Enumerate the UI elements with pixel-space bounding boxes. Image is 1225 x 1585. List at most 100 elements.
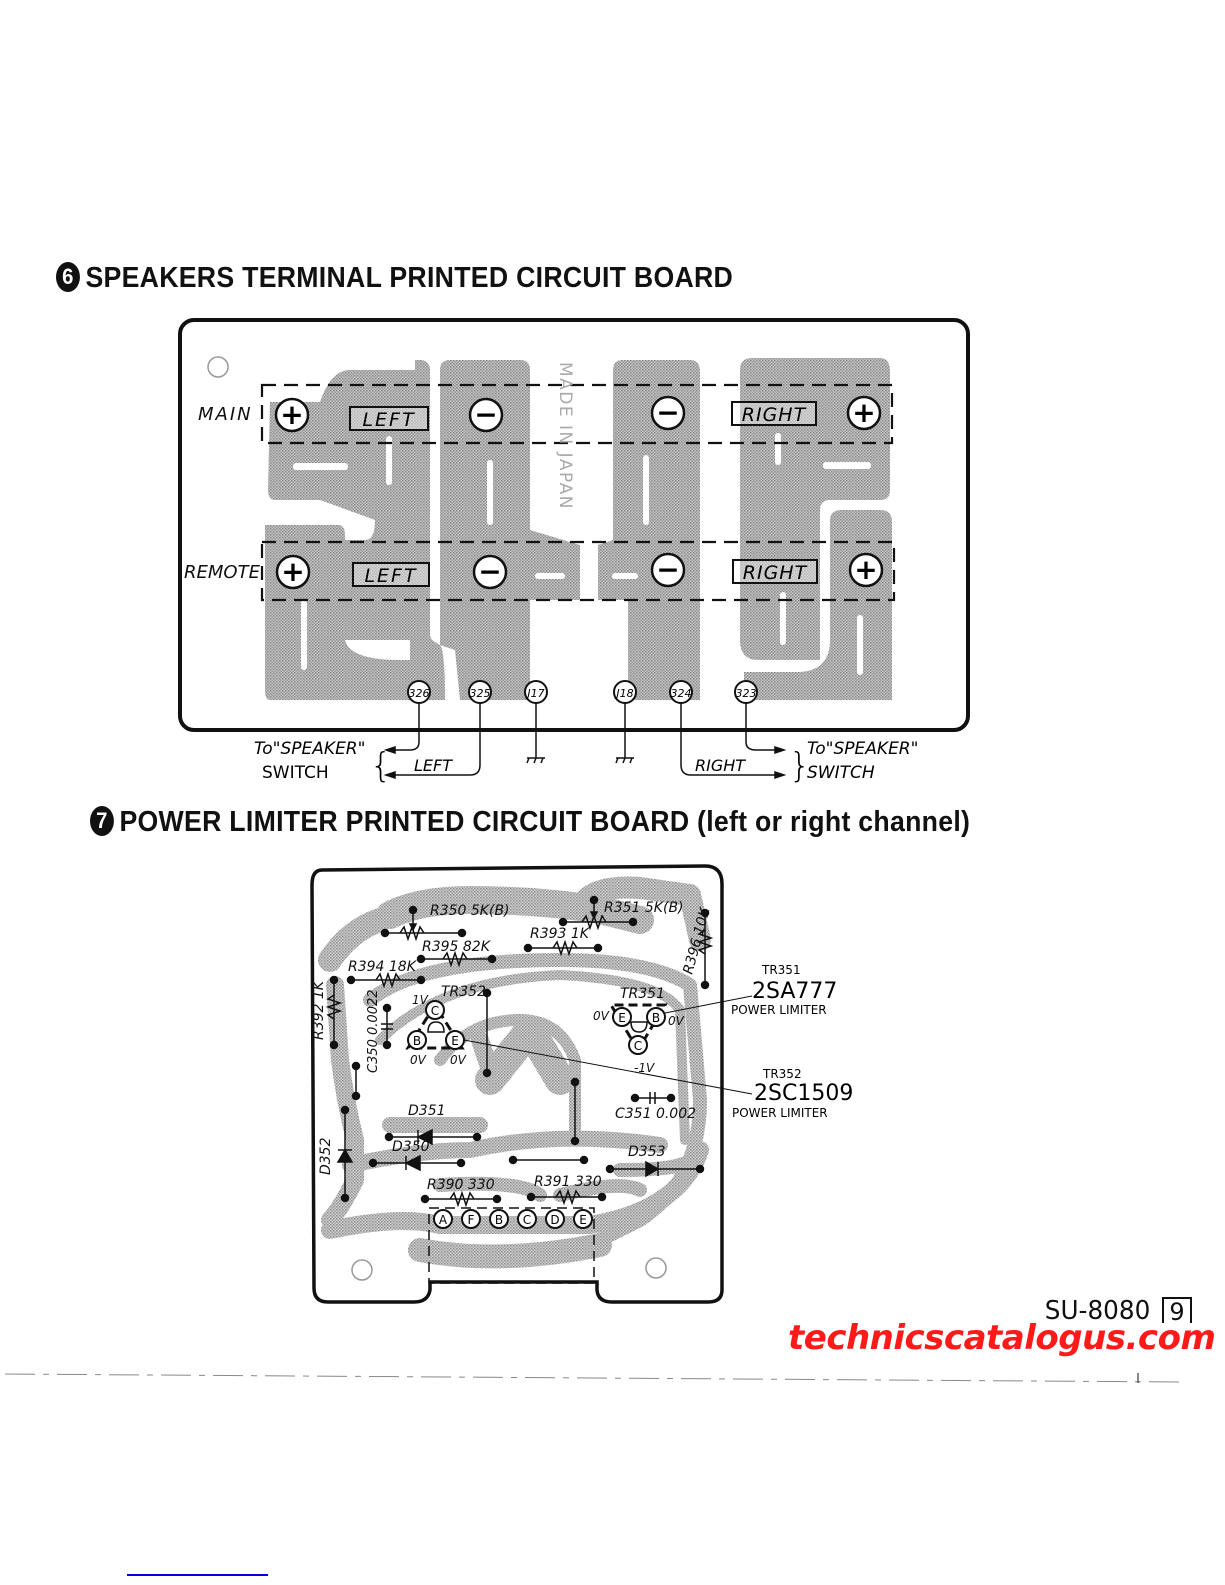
voltage-tr352-e: 0V (450, 1053, 467, 1067)
svg-text:F: F (468, 1213, 475, 1227)
svg-text:B: B (652, 1011, 660, 1025)
to-switch-right-1: To"SPEAKER" (807, 739, 918, 759)
connector-pin: B (489, 1209, 509, 1229)
connection-point: J18 (613, 680, 637, 758)
leader-line-tr352 (463, 1039, 753, 1095)
leader-line-tr351 (664, 995, 753, 1014)
label-r391: R391 330 (534, 1174, 602, 1190)
wiring-right-label: RIGHT (695, 756, 746, 775)
label-r351: R351 5K(B) (604, 900, 684, 916)
scan-artifact-rule (4, 1373, 1181, 1383)
transistor-tr352: C B E (405, 1000, 465, 1050)
terminal-remote-right-minus: − (650, 552, 686, 588)
label-main-left: LEFT (349, 406, 429, 431)
connector-pin: F (461, 1209, 481, 1229)
label-d353: D353 (628, 1144, 666, 1160)
svg-text:B: B (413, 1034, 421, 1048)
callout-tr352: TR352 2SC1509 POWER LIMITER (732, 1067, 853, 1120)
watermark: technicscatalogus.com (788, 1318, 1216, 1358)
label-c350: C350 0.0022 (366, 989, 381, 1073)
svg-text:POWER LIMITER: POWER LIMITER (731, 1003, 827, 1017)
mounting-hole (645, 1257, 667, 1279)
svg-text:B: B (495, 1213, 503, 1227)
section-number-badge: 6 (56, 262, 80, 293)
board-slots (293, 433, 871, 675)
svg-text:E: E (579, 1213, 587, 1227)
terminal-remote-right-plus: + (848, 552, 884, 588)
svg-text:LEFT: LEFT (362, 409, 415, 431)
page-number: 9 (1162, 1297, 1192, 1323)
component-wiring (325, 895, 714, 1208)
svg-text:325: 325 (470, 687, 491, 700)
label-d351: D351 (408, 1103, 446, 1119)
board-marking: MADE IN JAPAN (555, 362, 575, 510)
callout-tr351: TR351 2SA777 POWER LIMITER (731, 963, 837, 1017)
svg-text:+: + (852, 396, 875, 429)
svg-text:324: 324 (671, 687, 692, 700)
label-r394: R394 18K (348, 959, 418, 975)
brace-left: { (370, 746, 392, 786)
voltage-tr351-c: -1V (634, 1061, 655, 1075)
bottom-link-underline[interactable] (127, 1574, 268, 1576)
mounting-hole (207, 356, 229, 378)
connector-pin: C (517, 1209, 537, 1229)
svg-text:D: D (550, 1213, 559, 1227)
svg-text:−: − (656, 396, 679, 429)
terminal-main-right-plus: + (846, 395, 882, 431)
svg-text:323: 323 (736, 687, 757, 700)
label-tr351: TR351 (620, 986, 665, 1002)
label-r393: R393 1K (530, 926, 591, 942)
connection-point: 323 (734, 680, 758, 742)
svg-text:C: C (523, 1213, 531, 1227)
label-remote-left: LEFT (352, 562, 430, 587)
row-label-main: MAIN (198, 404, 253, 425)
brace-right: } (789, 746, 811, 786)
connection-point: 325 (468, 680, 492, 765)
wiring-left-label: LEFT (414, 756, 453, 775)
main-terminal-frame (260, 383, 894, 445)
svg-text:E: E (451, 1034, 459, 1048)
ground-symbol-j17 (526, 757, 545, 764)
label-tr352: TR352 (441, 984, 486, 1000)
svg-text:J17: J17 (525, 687, 544, 700)
label-d352: D352 (318, 1137, 334, 1175)
connection-point: 324 (669, 680, 693, 765)
model-number: SU-8080 (1044, 1296, 1151, 1326)
wiring-right (680, 741, 787, 780)
connector-pin: A (433, 1209, 453, 1229)
label-d350: D350 (392, 1139, 430, 1155)
mounting-hole (351, 1259, 373, 1281)
svg-text:−: − (656, 553, 679, 586)
connector-pin: E (573, 1209, 593, 1229)
connector-pin: D (545, 1209, 565, 1229)
svg-text:2SA777: 2SA777 (752, 979, 837, 1004)
connection-point: 326 (407, 680, 431, 742)
svg-text:−: − (474, 398, 497, 431)
svg-text:A: A (439, 1213, 448, 1227)
svg-text:LEFT: LEFT (364, 565, 417, 587)
label-remote-right: RIGHT (732, 559, 818, 584)
voltage-tr352-c: 1V (412, 993, 429, 1007)
svg-text:E: E (618, 1011, 626, 1025)
label-r390: R390 330 (427, 1177, 495, 1193)
svg-text:+: + (854, 553, 877, 586)
voltage-tr352-b: 0V (410, 1053, 427, 1067)
svg-text:POWER LIMITER: POWER LIMITER (732, 1106, 828, 1120)
speakers-terminal-pcb: MADE IN JAPAN MAIN REMOTE + − − + + − − … (178, 318, 970, 786)
terminal-main-left-minus: − (468, 397, 504, 433)
label-r392: R392 1K (311, 979, 327, 1040)
svg-text:RIGHT: RIGHT (742, 404, 807, 426)
remote-terminal-frame (260, 540, 896, 602)
terminal-remote-left-plus: + (275, 554, 311, 590)
svg-text:2SC1509: 2SC1509 (754, 1081, 853, 1106)
svg-text:TR351: TR351 (761, 963, 801, 977)
voltage-tr351-b: 0V (668, 1014, 685, 1028)
section-number-badge: 7 (90, 806, 114, 837)
svg-text:C: C (431, 1004, 439, 1018)
transistor-tr351: E B C (608, 1003, 668, 1055)
to-switch-right-2: SWITCH (807, 763, 875, 783)
svg-text:326: 326 (409, 687, 430, 700)
svg-text:RIGHT: RIGHT (743, 562, 808, 584)
